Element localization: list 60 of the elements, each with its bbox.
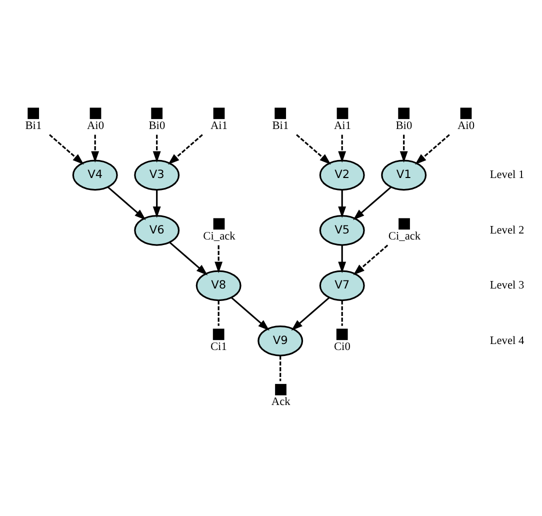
arrow: [338, 134, 346, 163]
node-label: Ai0: [457, 120, 475, 132]
arrow: [230, 296, 270, 331]
node-ellipse: V4: [72, 160, 118, 191]
arrow: [214, 245, 223, 274]
node-ellipse: V2: [319, 160, 365, 191]
arrow: [415, 134, 450, 165]
node-label: Ai1: [210, 120, 228, 132]
arrow: [169, 242, 208, 276]
node-ellipse: V5: [319, 214, 365, 246]
connector: [341, 300, 343, 326]
node-ellipse: V1: [381, 160, 427, 191]
arrow: [400, 134, 408, 163]
node-box: [275, 384, 286, 396]
label: Level 4: [490, 334, 524, 347]
connector: [218, 300, 220, 326]
node-label: Ack: [271, 396, 290, 408]
node-box: [398, 108, 410, 120]
node-ellipse: V9: [258, 325, 304, 356]
node-box: [460, 108, 472, 120]
arrow: [338, 190, 346, 218]
node-box: [151, 108, 163, 120]
node-ellipse: V7: [319, 270, 365, 302]
node-box: [28, 108, 40, 120]
arrow: [338, 245, 346, 274]
node-box: [90, 108, 102, 120]
node-ellipse: V8: [196, 270, 242, 302]
node-label: Ci1: [210, 340, 227, 353]
arrow: [152, 190, 161, 218]
node-label: Bi1: [272, 120, 289, 132]
label: Level 3: [490, 280, 524, 292]
node-label: Ai1: [334, 120, 352, 132]
node-label: Ci0: [334, 340, 350, 353]
arrow: [49, 134, 84, 165]
arrow: [168, 134, 203, 165]
connector: [280, 356, 282, 382]
node-label: Ai0: [86, 120, 104, 132]
arrow: [353, 186, 392, 220]
arrow: [91, 134, 100, 163]
arrow: [296, 134, 331, 165]
node-ellipse: V6: [134, 214, 180, 246]
node-box: [274, 108, 286, 120]
node-box: [336, 108, 348, 120]
node-ellipse: V3: [134, 160, 180, 191]
node-label: Ci_ack: [388, 230, 421, 242]
node-label: Ci_ack: [203, 230, 236, 242]
node-box: [336, 328, 348, 340]
node-label: Bi0: [396, 120, 412, 132]
node-box: [213, 108, 225, 120]
arrow: [291, 296, 330, 331]
node-box: [212, 328, 224, 340]
node-box: [213, 218, 225, 230]
node-box: [398, 218, 410, 230]
label: Level 2: [490, 224, 524, 236]
arrow: [107, 186, 146, 220]
arrow: [152, 134, 161, 163]
arrow: [353, 244, 388, 276]
node-label: Bi1: [25, 120, 42, 132]
label: Level 1: [490, 169, 524, 182]
node-label: Bi0: [148, 120, 166, 132]
